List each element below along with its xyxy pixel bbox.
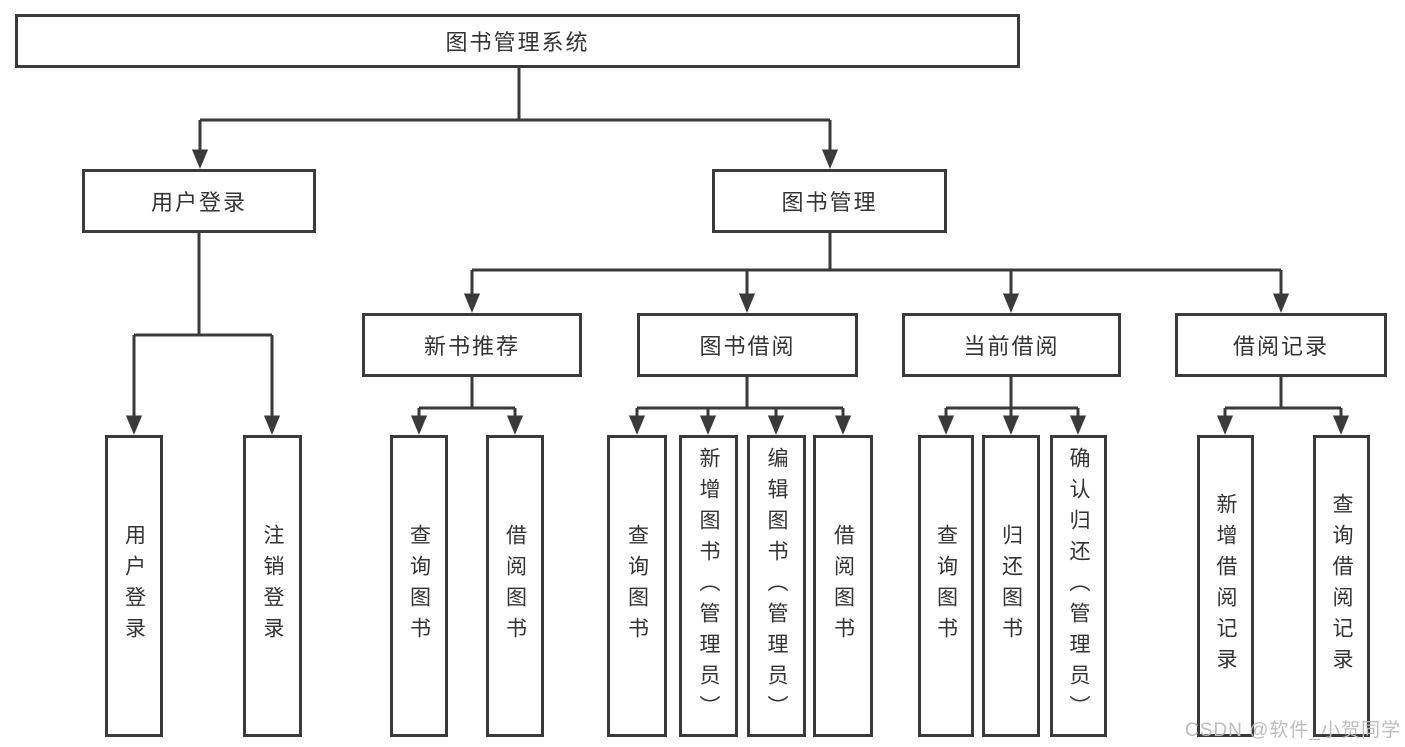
- connector: [200, 68, 830, 122]
- csdn-watermark: CSDN @软件_小贺同学: [1185, 720, 1401, 741]
- leaf-label: 查询图书: [407, 524, 431, 648]
- leaf-query-borrow-record: 查询借阅记录: [1313, 435, 1370, 737]
- node-label: 图书管理系统: [445, 30, 590, 55]
- connector: [1225, 377, 1341, 410]
- connector: [419, 377, 515, 410]
- leaf-label: 新增图书（管理员）: [697, 446, 720, 726]
- node-library-management-system: 图书管理系统: [15, 14, 1020, 68]
- leaf-label: 用户登录: [122, 524, 146, 648]
- connector: [946, 377, 1078, 410]
- leaf-logout: 注销登录: [243, 435, 302, 737]
- node-borrowing-records: 借阅记录: [1175, 313, 1387, 377]
- node-new-book-recommendation: 新书推荐: [362, 313, 582, 377]
- node-user-login: 用户登录: [82, 169, 316, 233]
- leaf-label: 注销登录: [261, 524, 284, 648]
- leaf-confirm-return-admin: 确认归还（管理员）: [1050, 435, 1107, 737]
- leaf-label: 新增借阅记录: [1214, 493, 1237, 679]
- leaf-borrow-books: 借阅图书: [813, 435, 873, 737]
- leaf-return-books: 归还图书: [982, 435, 1040, 737]
- node-label: 借阅记录: [1232, 334, 1329, 359]
- leaf-label: 借阅图书: [831, 524, 855, 648]
- leaf-label: 查询图书: [625, 524, 649, 648]
- node-label: 当前借阅: [963, 334, 1060, 359]
- node-book-borrowing: 图书借阅: [637, 313, 858, 377]
- leaf-query-books-borrowing: 查询图书: [607, 435, 667, 737]
- connector: [472, 233, 1281, 272]
- leaf-edit-books-admin: 编辑图书（管理员）: [747, 435, 806, 737]
- leaf-add-borrow-record: 新增借阅记录: [1197, 435, 1254, 737]
- node-label: 图书管理: [781, 190, 878, 215]
- node-label: 新书推荐: [423, 334, 520, 359]
- leaf-label: 归还图书: [999, 524, 1023, 648]
- leaf-add-books-admin: 新增图书（管理员）: [679, 435, 738, 737]
- node-current-borrowing: 当前借阅: [902, 313, 1121, 377]
- leaf-label: 编辑图书（管理员）: [765, 446, 788, 726]
- node-label: 图书借阅: [699, 334, 796, 359]
- leaf-label: 查询图书: [934, 524, 958, 648]
- leaf-label: 确认归还（管理员）: [1067, 446, 1090, 726]
- leaf-label: 查询借阅记录: [1330, 493, 1353, 679]
- leaf-query-books-recommendation: 查询图书: [390, 435, 448, 737]
- connector: [637, 377, 843, 410]
- leaf-user-login: 用户登录: [105, 435, 163, 737]
- connector: [134, 233, 272, 337]
- leaf-query-books-current: 查询图书: [918, 435, 974, 737]
- leaf-borrow-books-recommendation: 借阅图书: [486, 435, 544, 737]
- node-book-management: 图书管理: [712, 169, 947, 233]
- leaf-label: 借阅图书: [503, 524, 527, 648]
- node-label: 用户登录: [150, 190, 247, 215]
